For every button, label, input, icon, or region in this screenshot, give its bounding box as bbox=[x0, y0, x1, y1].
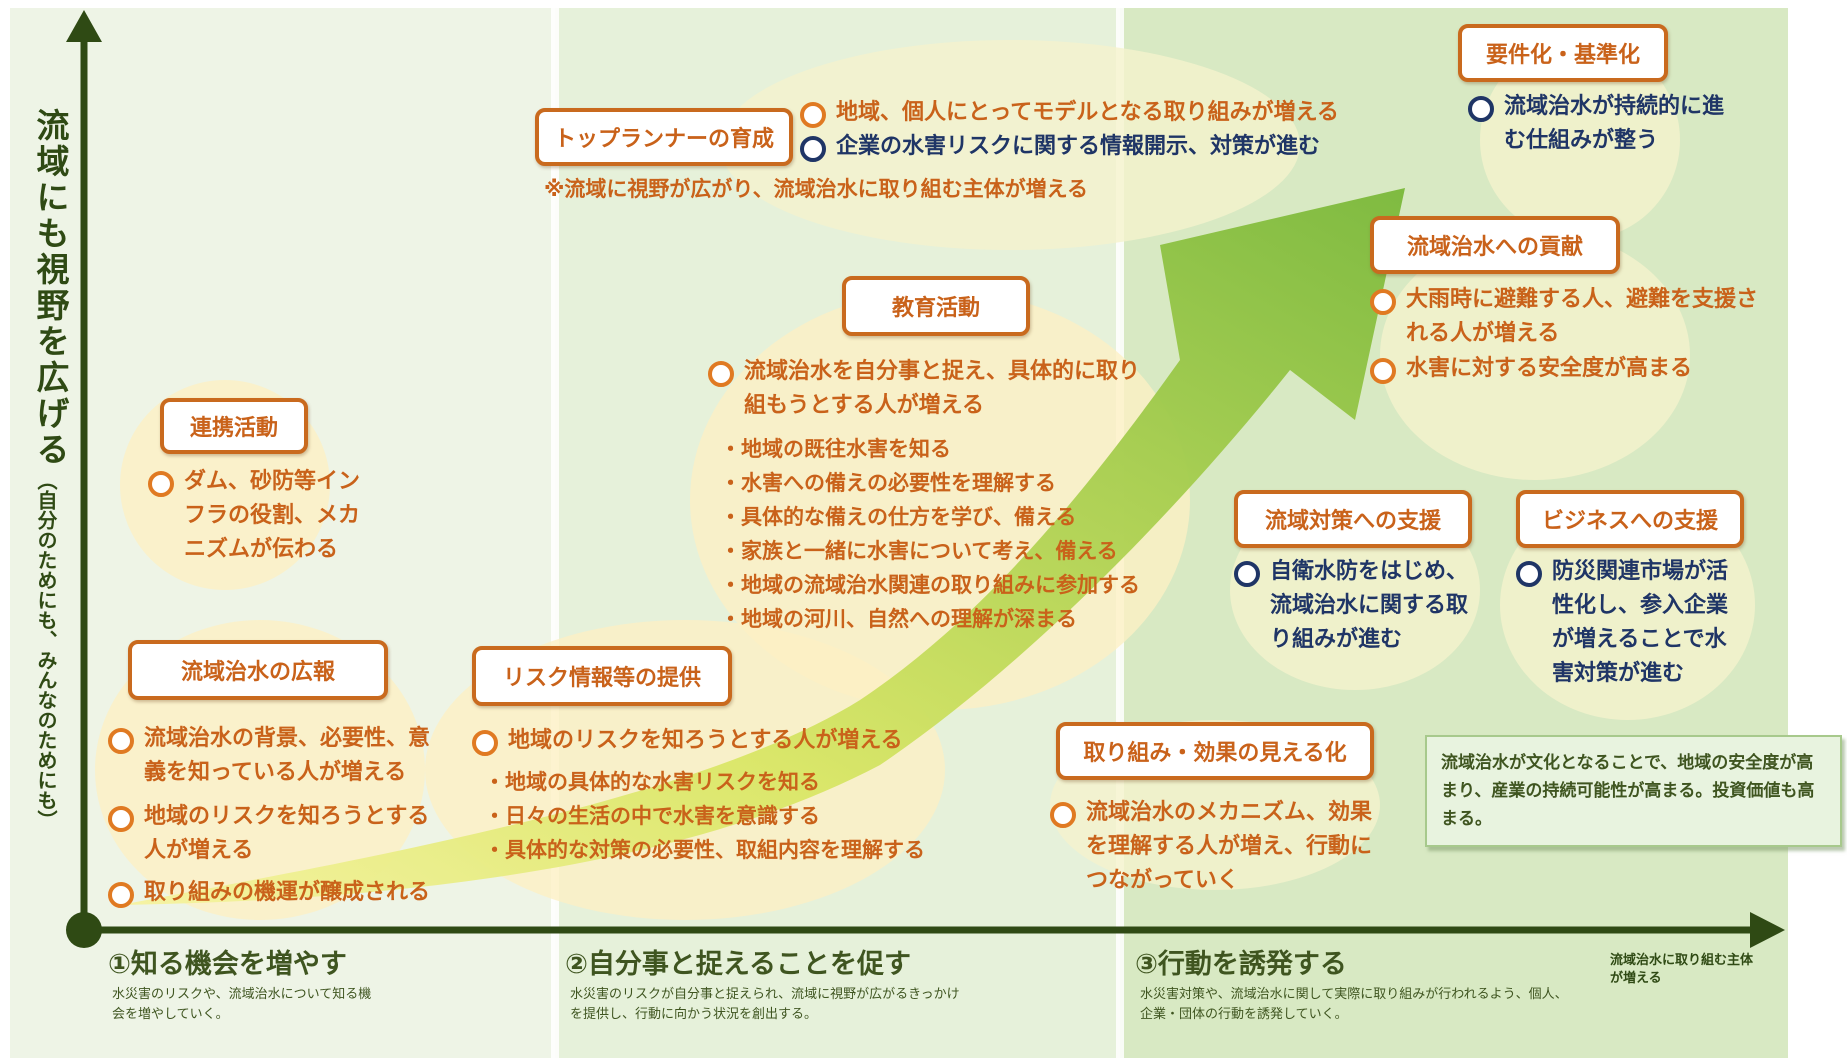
youken-label: 要件化・基準化 bbox=[1458, 24, 1668, 82]
circle-marker-icon bbox=[708, 361, 734, 387]
circle-marker-icon bbox=[108, 806, 134, 832]
phase1-desc: 水災害のリスクや、流域治水について知る機会を増やしていく。 bbox=[112, 987, 372, 1022]
circle-marker-icon bbox=[108, 728, 134, 754]
kouhou-item-1: 流域治水の背景、必要性、意義を知っている人が増える bbox=[108, 722, 444, 790]
top-label: トップランナーの育成 bbox=[535, 108, 793, 166]
top-note: ※流域に視野が広がり、流域治水に取り組む主体が増える bbox=[544, 177, 1088, 201]
phase1-title: ①知る機会を増やす bbox=[108, 949, 347, 980]
renkei-label: 連携活動 bbox=[160, 398, 308, 454]
kyoiku-item: 流域治水を自分事と捉え、具体的に取り組もうとする人が増える bbox=[708, 355, 1144, 423]
kouken-label: 流域治水への貢献 bbox=[1370, 216, 1620, 274]
taisaku-item: 自衛水防をはじめ、流域治水に関する取り組みが進む bbox=[1234, 555, 1470, 657]
risk-sub-3: ・具体的な対策の必要性、取組内容を理解する bbox=[484, 838, 925, 862]
renkei-item: ダム、砂防等インフラの役割、メカニズムが伝わる bbox=[148, 465, 374, 567]
circle-marker-icon bbox=[472, 730, 498, 756]
mieruka-item: 流域治水のメカニズム、効果を理解する人が増え、行動につながっていく bbox=[1050, 796, 1376, 898]
kouken-item-2: 水害に対する安全度が高まる bbox=[1370, 352, 1766, 386]
risk-label: リスク情報等の提供 bbox=[472, 646, 732, 706]
circle-marker-icon bbox=[1234, 561, 1260, 587]
kyoiku-sub-1: ・地域の既往水害を知る bbox=[720, 437, 951, 461]
taisaku-label: 流域対策への支援 bbox=[1234, 490, 1472, 548]
x-axis-label: 流域治水に取り組む主体が増える bbox=[1610, 953, 1754, 986]
phase3-title: ③行動を誘発する bbox=[1135, 949, 1347, 980]
kouhou-item-3: 取り組みの機運が醸成される bbox=[108, 876, 464, 910]
mieruka-label: 取り組み・効果の見える化 bbox=[1056, 722, 1374, 780]
circle-marker-icon bbox=[1370, 289, 1396, 315]
kyoiku-sub-3: ・具体的な備えの仕方を学び、備える bbox=[720, 505, 1077, 529]
circle-marker-icon bbox=[108, 882, 134, 908]
risk-item: 地域のリスクを知ろうとする人が増える bbox=[472, 724, 948, 758]
risk-sub-2: ・日々の生活の中で水害を意識する bbox=[484, 804, 820, 828]
phase2-title: ②自分事と捉えることを促す bbox=[565, 949, 912, 980]
y-axis-sublabel: （自分のためにも、みんなのためにも） bbox=[34, 470, 58, 830]
y-axis-label: 流域にも視野を広げる bbox=[31, 108, 70, 468]
top-item-1: 地域、個人にとってモデルとなる取り組みが増える bbox=[800, 96, 1356, 130]
kyoiku-sub-2: ・水害への備えの必要性を理解する bbox=[720, 471, 1056, 495]
circle-marker-icon bbox=[800, 102, 826, 128]
phase2-desc: 水災害のリスクが自分事と捉えられ、流域に視野が広がるきっかけを提供し、行動に向か… bbox=[570, 987, 960, 1022]
kyoiku-sub-4: ・家族と一緒に水害について考え、備える bbox=[720, 539, 1118, 563]
circle-marker-icon bbox=[800, 136, 826, 162]
circle-marker-icon bbox=[1050, 802, 1076, 828]
kouken-item-1: 大雨時に避難する人、避難を支援される人が増える bbox=[1370, 283, 1766, 351]
kouhou-label: 流域治水の広報 bbox=[128, 640, 388, 700]
youken-item: 流域治水が持続的に進む仕組みが整う bbox=[1468, 90, 1734, 158]
circle-marker-icon bbox=[1468, 96, 1494, 122]
risk-sub-1: ・地域の具体的な水害リスクを知る bbox=[484, 770, 820, 794]
kyoiku-sub-6: ・地域の河川、自然への理解が深まる bbox=[720, 607, 1077, 631]
circle-marker-icon bbox=[1370, 358, 1396, 384]
phase-divider bbox=[551, 8, 559, 1058]
phase3-desc: 水災害対策や、流域治水に関して実際に取り組みが行われるよう、個人、企業・団体の行… bbox=[1140, 987, 1568, 1022]
business-label: ビジネスへの支援 bbox=[1516, 490, 1744, 548]
kyoiku-sub-5: ・地域の流域治水関連の取り組みに参加する bbox=[720, 573, 1140, 597]
conclusion-note: 流域治水が文化となることで、地域の安全度が高まり、産業の持続可能性が高まる。投資… bbox=[1425, 735, 1842, 847]
top-item-2: 企業の水害リスクに関する情報開示、対策が進む bbox=[800, 130, 1356, 164]
kouhou-item-2: 地域のリスクを知ろうとする人が増える bbox=[108, 800, 434, 868]
circle-marker-icon bbox=[148, 471, 174, 497]
business-item: 防災関連市場が活性化し、参入企業が増えることで水害対策が進む bbox=[1516, 555, 1742, 691]
kyoiku-label: 教育活動 bbox=[842, 276, 1030, 336]
circle-marker-icon bbox=[1516, 561, 1542, 587]
